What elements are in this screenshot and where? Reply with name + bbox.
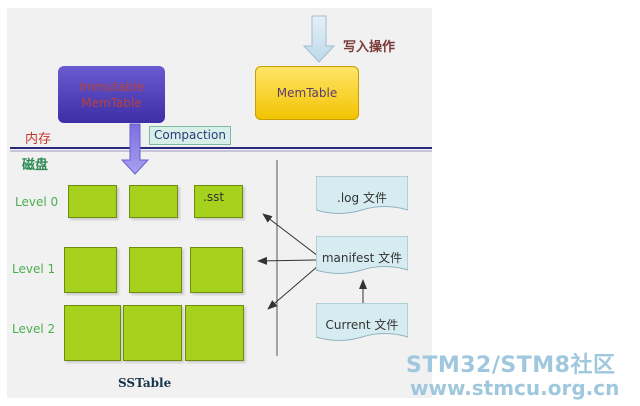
sstable-level1-1 — [64, 247, 117, 293]
manifest-to-level1-arrow — [257, 256, 317, 265]
sstable-caption: SSTable — [118, 376, 172, 390]
sstable-level0-2 — [129, 185, 178, 218]
manifest-to-level2-arrow — [267, 265, 319, 310]
current-file-label: Current 文件 — [325, 317, 399, 332]
memory-label: 内存 — [25, 132, 52, 147]
watermark-line2: www.stmcu.org.cn — [410, 376, 620, 400]
manifest-file: manifest 文件 — [316, 236, 408, 278]
current-file: Current 文件 — [316, 303, 408, 345]
memtable-label: MemTable — [276, 86, 338, 100]
sstable-level0-3: .sst — [194, 185, 243, 218]
sst-file-label: .sst — [203, 190, 225, 204]
disk-label: 磁盘 — [22, 158, 49, 173]
level-1-label: Level 1 — [12, 262, 56, 276]
write-operation-label: 写入操作 — [343, 40, 396, 55]
immutable-memtable-line2: MemTable — [81, 95, 142, 110]
sstable-level0-1 — [68, 185, 117, 218]
immutable-memtable-line1: Immutable — [79, 79, 144, 94]
compaction-arrow — [120, 123, 150, 175]
sstable-level2-2 — [123, 305, 182, 361]
manifest-file-label: manifest 文件 — [321, 250, 403, 265]
level-2-label: Level 2 — [12, 322, 56, 336]
memtable-box: MemTable — [255, 66, 359, 120]
log-file: .log 文件 — [316, 176, 408, 218]
write-arrow — [302, 15, 336, 63]
sstable-level1-2 — [129, 247, 182, 293]
compaction-label: Compaction — [149, 126, 231, 145]
sstable-level2-3 — [185, 305, 244, 361]
sstable-level1-3 — [190, 247, 243, 293]
immutable-memtable-box: Immutable MemTable — [58, 66, 165, 123]
watermark-line1: STM32/STM8社区 — [406, 353, 616, 378]
sstable-level2-1 — [64, 305, 121, 361]
manifest-to-level0-arrow — [262, 213, 319, 257]
level-0-label: Level 0 — [15, 195, 59, 209]
log-file-label: .log 文件 — [337, 190, 387, 205]
